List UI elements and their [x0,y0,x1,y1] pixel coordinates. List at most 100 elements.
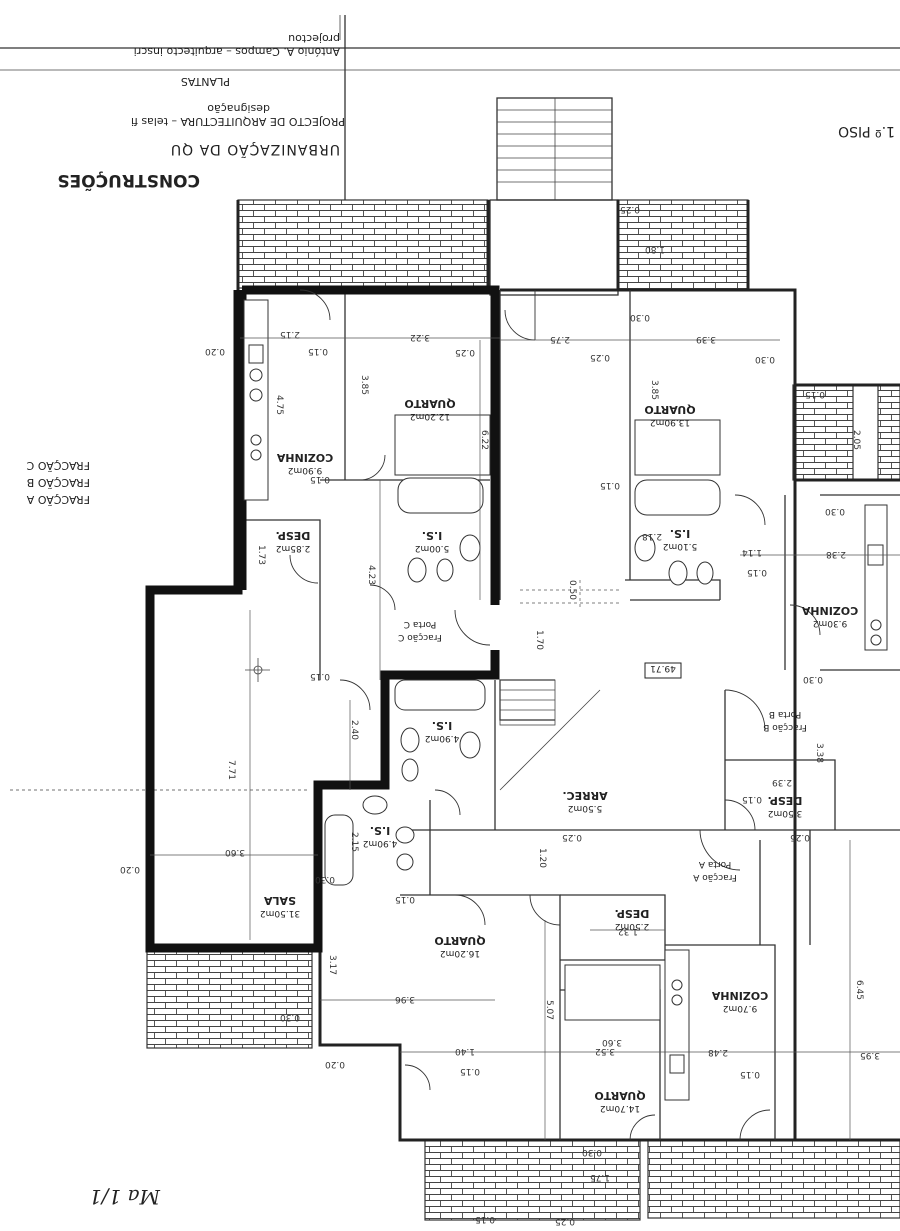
is-mid-name: I.S. [432,719,452,732]
sala-area: 31.50m2 [260,908,300,918]
dim-35: 0.15 [742,794,762,804]
balcony-far-right [877,384,900,481]
fraccao-c-outline [145,285,500,953]
cozinha-a-area: 9.70m2 [723,1003,758,1013]
designation-label: designação [207,102,270,115]
balcony-bottom-right [647,1139,900,1219]
top-stair [489,97,619,296]
dim-41: 1.20 [537,848,547,868]
legend-c: FRACÇÃO C [26,459,90,472]
dim-60: 0.15 [805,389,825,399]
dim-45: 3.96 [395,994,415,1004]
dim-57: 0.30 [582,1147,602,1157]
dim-28: 0.30 [825,506,845,516]
handwritten-note: Ma 1/1 [89,1185,161,1209]
porta-a-sub: Fracção A [692,872,737,882]
dim-62: 0.15 [475,1214,495,1224]
handwriting: Ma 1/1 [89,1185,161,1209]
balcony-top-left [237,199,489,289]
dim-36: 0.25 [562,832,582,842]
dim-22: 0.50 [567,580,577,600]
desp-c-area: 2.85m2 [276,543,311,553]
dim-18: 0.15 [600,480,620,490]
title: CONSTRUÇÕES [57,170,200,193]
cozinha-a-name: COZINHA [711,989,768,1002]
dim-20: 2.18 [642,531,662,541]
porta-a-name: Porta A [698,859,731,869]
is-b-area: 5.10m2 [663,541,698,551]
dim-25: 0.15 [747,567,767,577]
dim-21: 4.23 [366,565,376,585]
dim-61: 0.30 [315,874,335,884]
porta-b-name: Porta B [769,709,801,719]
dim-6: 2.75 [550,334,570,344]
is-c-name: I.S. [422,529,442,542]
author-label: projectou [288,32,340,45]
desp-c-name: DESP. [276,529,311,542]
dim-33: 3.38 [814,743,824,763]
stair-area: 49.71 [650,663,676,673]
quarto-c-area: 12.20m2 [410,411,450,421]
walls [236,200,900,1142]
dim-19: 1.73 [256,545,266,565]
dim-30: 2.40 [349,720,359,740]
dim-24: 2.38 [826,549,846,559]
dim-52: 2.48 [708,1047,728,1057]
dim-50: 3.52 [595,1046,615,1056]
dim-16: 6.22 [479,430,489,450]
dim-58: 1.75 [590,1172,610,1182]
dim-48: 0.30 [280,1012,300,1022]
legend-a: FRACÇÃO A [26,493,90,506]
dim-49: 1.40 [455,1046,475,1056]
is-c-area: 5.00m2 [415,543,450,553]
dim-1: 0.20 [205,346,225,356]
porta-b-sub: Fracção B [763,722,807,732]
dim-40: 2.15 [349,832,359,852]
quarto-b-area: 13.90m2 [650,417,690,427]
dim-11: 1.80 [645,244,665,254]
is-low-name: I.S. [370,824,390,837]
dim-17: 0.15 [310,474,330,484]
dim-42: 0.15 [395,894,415,904]
quarto-c-name: QUARTO [404,397,455,410]
dim-38: 0.20 [120,864,140,874]
porta-c-sub: Fracção C [398,632,442,642]
fixtures [243,299,888,1101]
floor-label: 1.º PISO [838,123,895,139]
desp-a-area: 2.50m2 [615,921,650,931]
dim-54: 0.15 [460,1066,480,1076]
quarto-a1-area: 16.20m2 [440,948,480,958]
dim-27: 2.05 [851,430,861,450]
dim-8: 3.39 [696,334,716,344]
dimension-texts: 0.20 2.15 0.15 3.22 0.25 2.75 0.25 3.39 … [120,204,880,1226]
dim-3: 0.15 [308,346,328,356]
cozinha-b-area: 9.30m2 [813,618,848,628]
dim-4: 3.22 [410,332,430,342]
dim-31: 7.71 [226,760,236,780]
cozinha-c-area: 9.90m2 [288,465,323,475]
desp-a-name: DESP. [615,907,650,920]
legend: FRACÇÃO A FRACÇÃO B FRACÇÃO C [26,459,90,506]
dim-32: 0.30 [803,674,823,684]
subtitle: URBANIZAÇÃO DA QU [170,141,340,158]
dim-39: 3.60 [225,847,245,857]
dim-14: 3.85 [359,375,369,395]
sala-name: SALA [264,894,296,907]
author: António A. Campos – arquitecto inscri [134,45,340,58]
quarto-a1-name: QUARTO [434,934,485,947]
dim-46: 5.07 [544,1000,554,1020]
dim-56: 0.20 [325,1059,345,1069]
dim-34: 2.39 [772,777,792,787]
arrec-name: ARREC. [562,789,607,802]
dim-7: 0.25 [590,352,610,362]
legend-b: FRACÇÃO B [27,476,90,489]
dim-37: 0.25 [790,832,810,842]
dim-10: 0.30 [630,312,650,322]
dim-5: 0.25 [455,347,475,357]
desp-b-name: DESP. [768,794,803,807]
title-block: projectou António A. Campos – arquitecto… [0,15,900,200]
dim-44: 3.17 [327,955,337,975]
arrec-area: 5.50m2 [568,803,603,813]
dim-43: 1.32 [618,926,638,936]
dim-59: 0.25 [555,1216,575,1226]
